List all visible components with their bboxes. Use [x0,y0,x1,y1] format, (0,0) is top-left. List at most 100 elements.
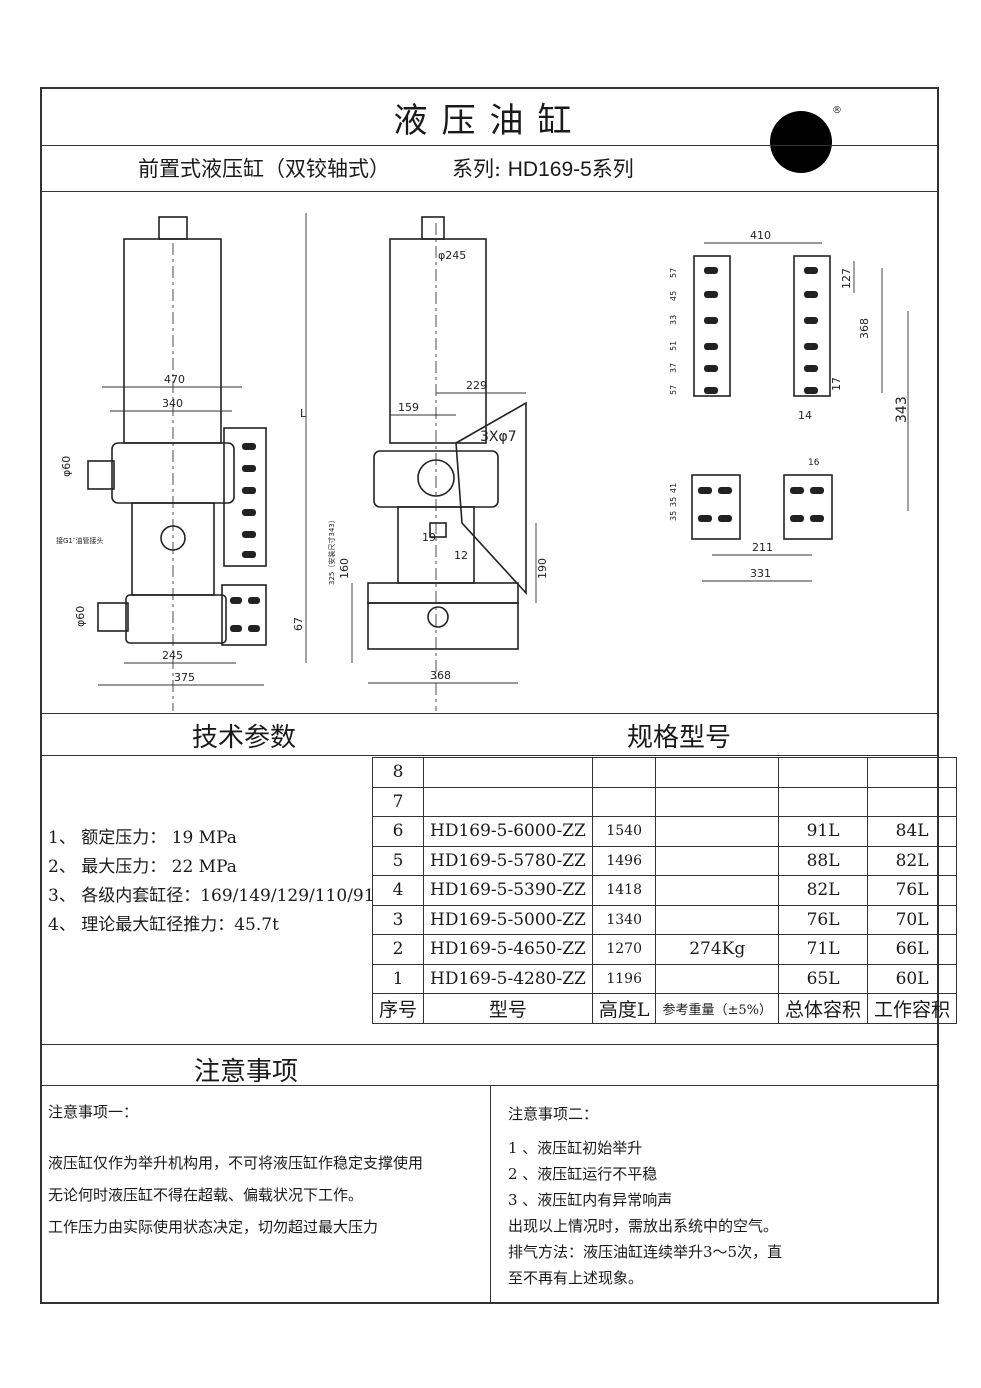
note-line: 2 、液压缸运行不平稳 [508,1165,658,1183]
col-height: 高度L [591,993,657,1024]
dim-phi60-a: φ60 [60,456,73,477]
spec-cell-work: 60L [867,963,958,994]
dim-340: 340 [162,397,183,410]
series-name: HD169-5系列 [507,158,634,181]
dim-phi60-b: φ60 [74,606,87,627]
dim-12: 12 [454,549,468,562]
note-line: 1 、液压缸初始举升 [508,1139,643,1157]
spec-cell-no: 4 [371,875,425,906]
col-work-volume: 工作容积 [867,993,958,1024]
cylinder-type: 前置式液压缸（双铰轴式） [138,157,390,181]
pitch-41: 41 [669,483,678,493]
spec-cell-height: 1196 [591,963,657,994]
pitch-33: 33 [669,315,678,325]
note-line: 工作压力由实际使用状态决定，切勿超过最大压力 [48,1218,379,1236]
param-bore-sizes: 3、 各级内套缸径：169/149/129/110/91 [48,886,375,906]
note-line: 排气方法：液压油缸连续举升3～5次，直 [508,1243,783,1261]
series-label: 系列: HD169-5系列 [452,153,634,183]
spec-cell-no: 7 [371,786,425,817]
spec-cell-total: 65L [778,963,869,994]
page-title: 液压油缸 [393,100,586,141]
spec-cell-weight: 274Kg [655,934,780,965]
spec-cell-no: 1 [371,963,425,994]
dim-368-plate: 368 [858,318,871,339]
spec-cell-height: 1540 [591,816,657,847]
spec-row: 7 [371,786,958,817]
pitch-51: 51 [669,341,678,351]
plate-right [793,255,831,397]
bottom-port [97,602,129,632]
spec-cell-weight [655,786,780,817]
note-line: 至不再有上述现象。 [508,1269,644,1287]
note-line: 无论何时液压缸不得在超载、偏载状况下工作。 [48,1186,364,1204]
pitch-57b: 57 [669,385,678,395]
divider [42,1044,937,1045]
dim-19: 19 [422,531,436,544]
param-rated-pressure: 1、 额定压力： 19 MPa [48,828,237,848]
spec-cell-model: HD169-5-6000-ZZ [423,816,593,847]
dim-229: 229 [466,379,487,392]
spec-cell-weight [655,816,780,847]
col-model: 型号 [423,993,593,1024]
spec-cell-weight [655,757,780,788]
spec-cell-height: 1418 [591,875,657,906]
piston-top [158,216,188,240]
spec-cell-no: 5 [371,845,425,876]
base-plate-right [783,474,833,540]
spec-cell-no: 6 [371,816,425,847]
dim-410: 410 [750,229,771,242]
spec-cell-total: 71L [778,934,869,965]
notes-left-title: 注意事项一： [48,1103,139,1121]
dim-368: 368 [430,669,451,682]
spec-cell-no: 8 [371,757,425,788]
spec-cell-model: HD169-5-5000-ZZ [423,904,593,935]
note-line: 出现以上情况时，需放出系统中的空气。 [508,1217,779,1235]
spec-header-row: 序号 型号 高度L 参考重量（±5%） 总体容积 工作容积 [371,993,958,1024]
dim-470: 470 [164,373,185,386]
dim-190: 190 [536,558,549,579]
side-port [87,460,115,490]
divider [42,191,937,192]
spec-cell-model: HD169-5-4650-ZZ [423,934,593,965]
pitch-35a: 35 [669,497,678,507]
dim-L: L [300,407,307,420]
notes-heading: 注意事项 [194,1057,299,1087]
spec-cell-weight [655,875,780,906]
series-prefix: 系列: [452,157,502,181]
dim-3xphi7: 3Xφ7 [480,429,517,445]
technical-drawing: 470 340 φ60 φ60 接G1″油管接头 245 375 φ245 22… [56,213,910,711]
spec-cell-total: 91L [778,816,869,847]
spec-cell-model: HD169-5-4280-ZZ [423,963,593,994]
tech-params: 1、 额定压力： 19 MPa 2、 最大压力： 22 MPa 3、 各级内套缸… [48,824,375,940]
spec-cell-model [423,786,593,817]
note-line: 液压缸仅作为举升机构用，不可将液压缸作稳定支撑使用 [48,1154,424,1172]
col-weight: 参考重量（±5%） [655,993,780,1024]
divider [42,713,937,714]
side-base [367,582,519,604]
notes-right: 注意事项二： 1 、液压缸初始举升 2 、液压缸运行不平稳 3 、液压缸内有异常… [508,1103,782,1291]
brand-logo [770,111,832,173]
spec-cell-work: 84L [867,816,958,847]
spec-cell-work: 66L [867,934,958,965]
dim-67: 67 [292,617,305,631]
spec-cell-work: 76L [867,875,958,906]
dim-17: 17 [830,377,843,391]
spec-cell-total: 88L [778,845,869,876]
dim-331: 331 [750,567,771,580]
side-barrel [389,238,487,444]
spec-cell-weight [655,845,780,876]
divider [490,1085,491,1304]
dim-phi245: φ245 [438,249,466,262]
dim-159: 159 [398,401,419,414]
col-total-volume: 总体容积 [778,993,869,1024]
spec-cell-height: 1340 [591,904,657,935]
spec-cell-total: 76L [778,904,869,935]
divider [42,1085,937,1086]
dim-160: 160 [338,558,351,579]
spec-cell-height: 1496 [591,845,657,876]
